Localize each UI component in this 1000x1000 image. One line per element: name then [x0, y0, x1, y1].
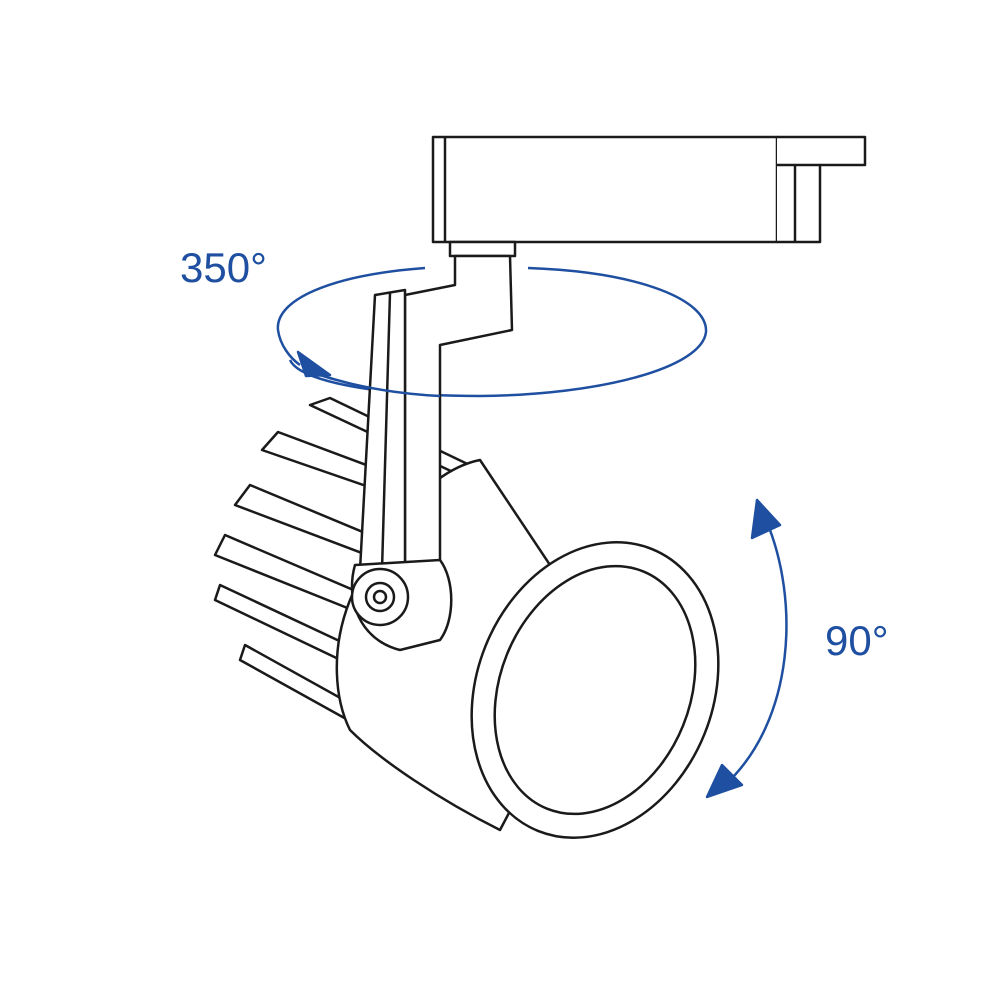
vertical-rotation-label: 90°: [825, 617, 889, 664]
horizontal-rotation-arc-front: [319, 373, 441, 398]
vertical-rotation-arrowhead-bottom: [705, 763, 744, 799]
vertical-rotation-arrowhead-top: [750, 498, 782, 540]
vertical-rotation-arc: [724, 519, 788, 786]
pivot-screw: [372, 589, 388, 605]
horizontal-rotation-label: 350°: [180, 244, 267, 291]
horizontal-rotation-arrowhead: [296, 350, 332, 378]
horizontal-rotation-arc-left: [276, 266, 426, 367]
track-adapter: [431, 135, 867, 258]
lamp-lens: [493, 564, 697, 816]
horizontal-rotation-arc-back: [288, 266, 708, 398]
